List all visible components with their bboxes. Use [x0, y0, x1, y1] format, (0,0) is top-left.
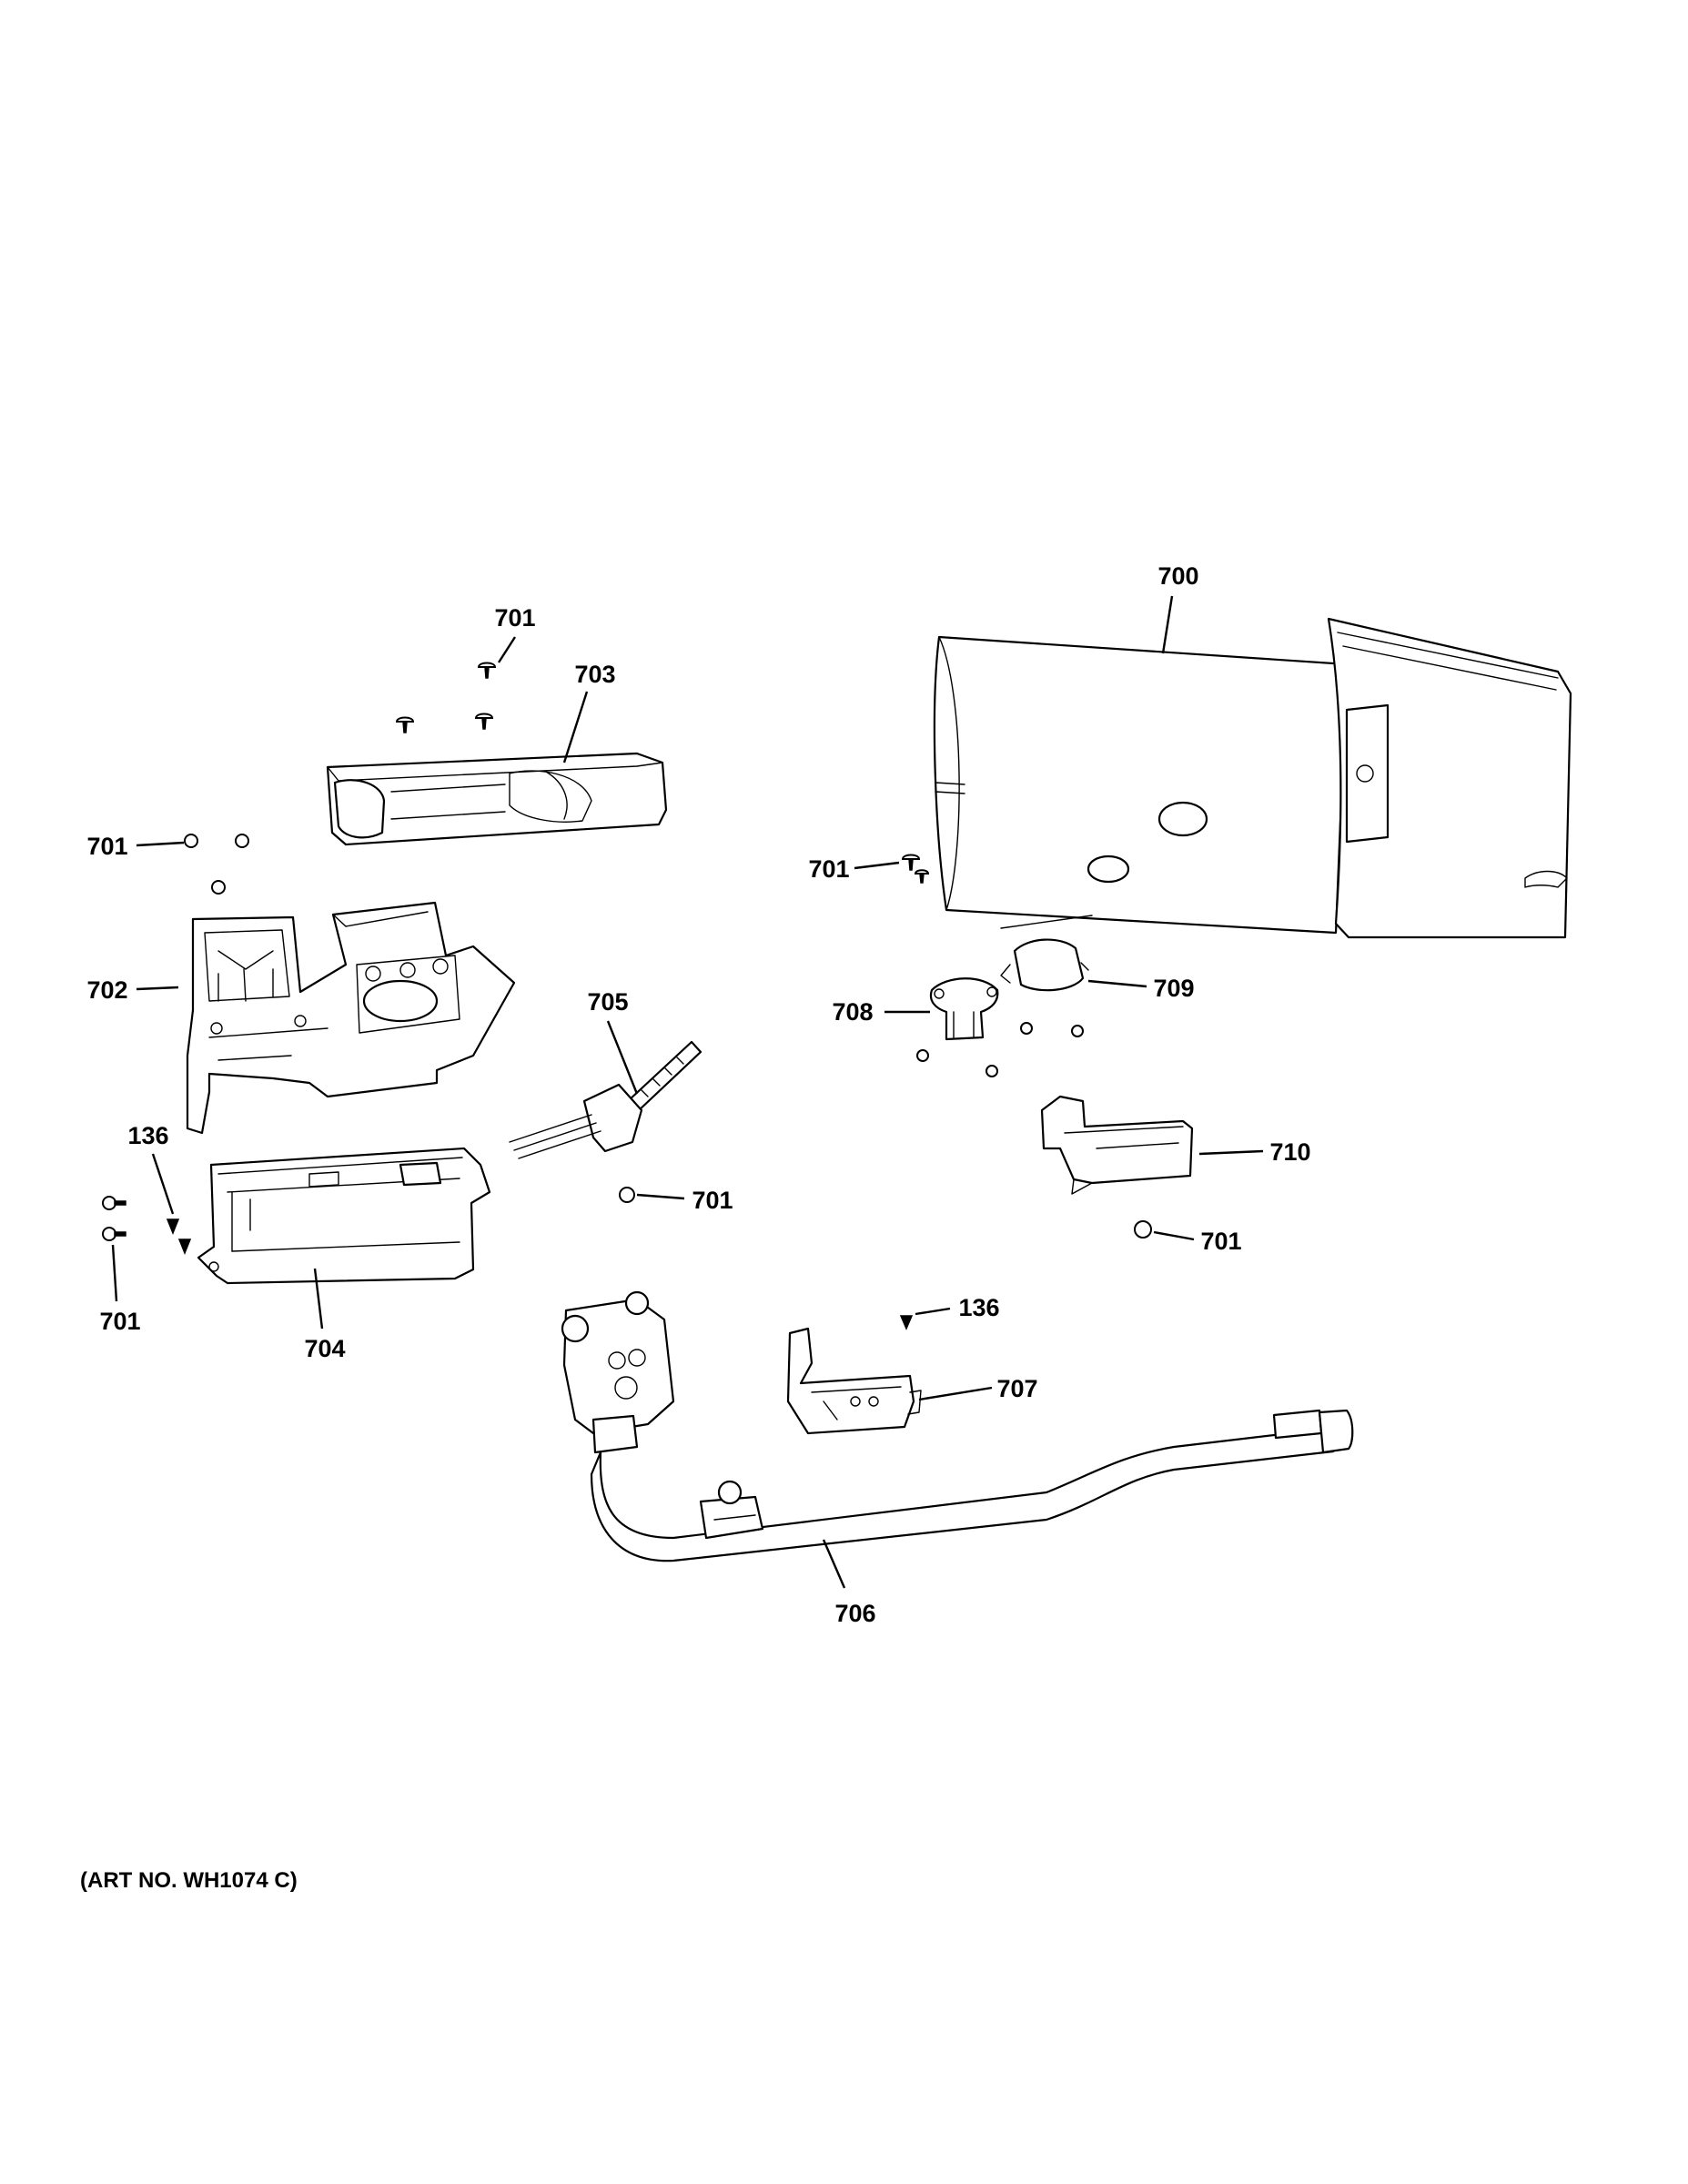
part-704-mounting-bracket — [197, 1147, 491, 1285]
part-710-sensor-cover — [1040, 1095, 1194, 1195]
part-708-thermostat — [929, 977, 999, 1041]
callout-701: 701 — [692, 1187, 733, 1214]
part-706-gas-valve-pipe — [561, 1290, 1354, 1562]
callout-707: 707 — [996, 1375, 1037, 1402]
screw-icon — [184, 834, 198, 848]
screw-icon — [986, 1065, 998, 1077]
part-702-burner-bracket — [186, 901, 516, 1135]
screw-icon — [916, 1049, 929, 1062]
screw-icon — [619, 1187, 635, 1203]
callout-706: 706 — [834, 1600, 875, 1627]
screw-icon — [899, 1315, 914, 1330]
callout-136: 136 — [958, 1294, 999, 1321]
callout-701: 701 — [494, 604, 535, 632]
callout-704: 704 — [304, 1335, 345, 1362]
leader-lines — [111, 595, 1264, 1589]
screw-icon — [102, 1227, 126, 1241]
callout-703: 703 — [574, 661, 615, 688]
screw-icon — [102, 1196, 126, 1210]
callout-710: 710 — [1269, 1138, 1310, 1166]
screw-icon — [166, 1218, 180, 1236]
callout-136: 136 — [127, 1122, 168, 1149]
screw-icon — [914, 869, 930, 884]
screw-icon — [1134, 1220, 1152, 1239]
callout-700: 700 — [1157, 562, 1198, 590]
screw-icon — [1071, 1025, 1084, 1037]
screw-icon — [395, 716, 415, 733]
screw-icon — [177, 1239, 192, 1256]
part-703-flame-holder — [326, 752, 668, 846]
callout-701: 701 — [99, 1308, 140, 1335]
part-709-flame-sensor — [1000, 938, 1089, 992]
part-700-burner-tube — [933, 617, 1572, 939]
part-707-valve-bracket — [786, 1327, 922, 1435]
screw-icon — [477, 662, 497, 679]
screws — [102, 662, 1152, 1330]
callout-701: 701 — [1200, 1228, 1241, 1255]
part-705-igniter — [509, 1040, 702, 1159]
screw-icon — [474, 713, 494, 730]
callout-702: 702 — [86, 976, 127, 1004]
callout-701: 701 — [86, 833, 127, 860]
callout-705: 705 — [587, 988, 628, 1016]
art-number: (ART NO. WH1074 C) — [80, 1868, 298, 1893]
callout-709: 709 — [1153, 975, 1194, 1002]
screw-icon — [235, 834, 249, 848]
screw-icon — [211, 880, 226, 895]
screw-icon — [1020, 1022, 1033, 1035]
callout-701: 701 — [808, 855, 849, 883]
callout-708: 708 — [832, 998, 873, 1026]
screw-icon — [901, 854, 921, 871]
callout-labels: 700 701 703 701 701 709 708 702 705 710 … — [86, 562, 1310, 1627]
